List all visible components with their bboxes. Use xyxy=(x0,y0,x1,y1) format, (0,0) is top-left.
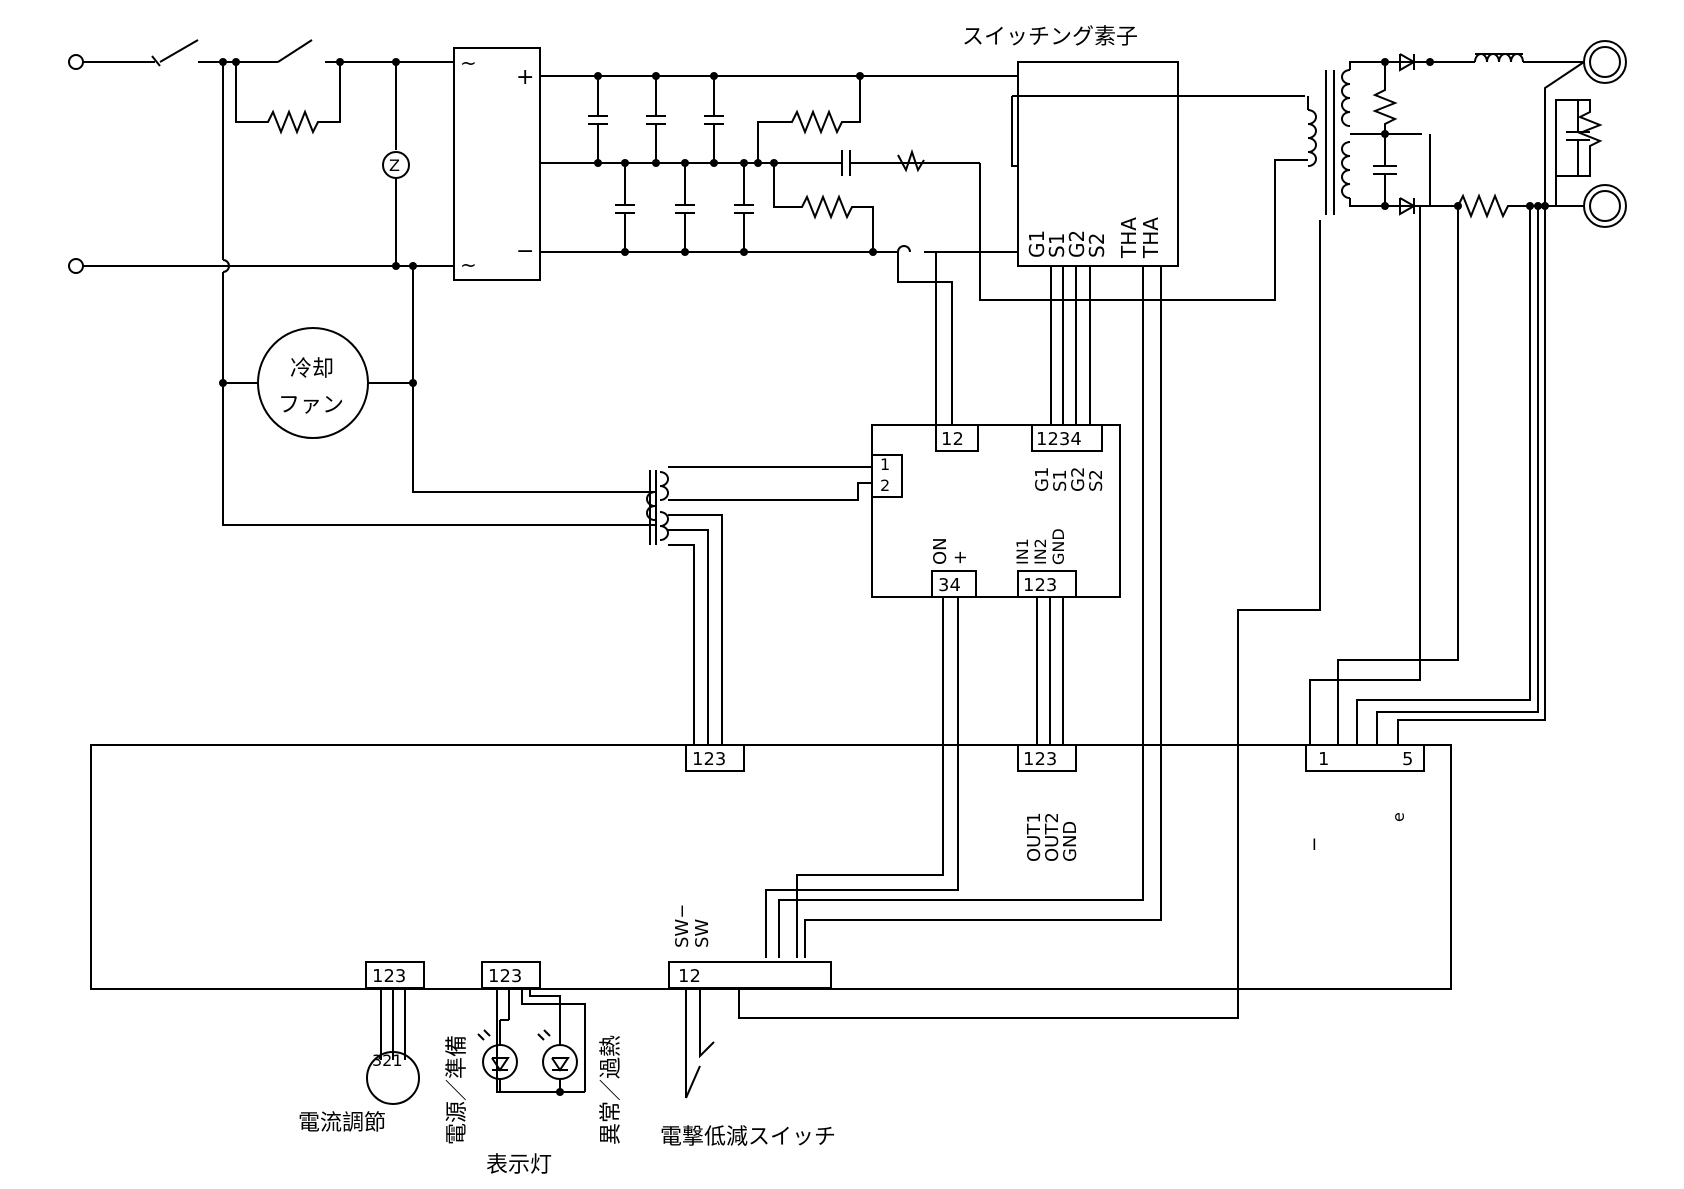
main-connector-pot-label: 123 xyxy=(372,966,406,987)
driver-connector-123 xyxy=(1017,570,1077,598)
se-pin-g1: G1 xyxy=(1025,230,1049,258)
switching-element-title: スイッチング素子 xyxy=(962,25,1138,50)
se-pin-s2: S2 xyxy=(1085,233,1109,258)
inrush-resistor xyxy=(235,62,341,135)
driver-connector-34 xyxy=(931,570,977,598)
drv-pin-in2: IN2 xyxy=(1031,538,1050,565)
main-control-board xyxy=(90,744,1452,990)
rectifier-minus: − xyxy=(516,239,534,264)
main-connector-pin-5: 5 xyxy=(1402,749,1413,770)
main-connector-1-5 xyxy=(1305,744,1425,772)
main-connector-123-a-label: 123 xyxy=(692,749,726,770)
secondary-snubber-capacitor xyxy=(1373,134,1397,206)
driver-input-pin-labels: ON + IN1 IN2 GND xyxy=(930,528,1068,565)
driver-connector-12 xyxy=(935,424,979,452)
se-pin-tha2: THA xyxy=(1139,217,1163,259)
control-transformer xyxy=(646,470,669,545)
dc-reactor xyxy=(1474,53,1524,63)
drv-pin-gnd: GND xyxy=(1049,528,1068,565)
sw-label: SW xyxy=(692,919,713,948)
main-pin-out1: OUT1 xyxy=(1024,812,1045,862)
current-adjust-potentiometer xyxy=(366,1051,420,1105)
cooling-fan xyxy=(257,327,369,439)
capacitor-bank xyxy=(588,76,754,252)
drv-pin-s1: S1 xyxy=(1050,469,1071,492)
se-pin-s1: S1 xyxy=(1045,233,1069,258)
main-output-pin-labels: OUT1 OUT2 GND xyxy=(1024,812,1081,862)
switching-element xyxy=(1017,61,1179,267)
led-power-ready xyxy=(477,1020,518,1092)
shock-reduce-switch-label: 電撃低減スイッチ xyxy=(660,1125,836,1150)
main-connector-lamp xyxy=(481,961,541,989)
sw-minus-label: SW− xyxy=(672,904,693,948)
cooling-fan-label-1: 冷却 xyxy=(290,357,334,382)
main-label-i: I xyxy=(1312,835,1317,854)
main-connector-pot xyxy=(365,961,425,989)
secondary-snubber-resistor xyxy=(1372,62,1398,134)
balance-resistor-top xyxy=(757,76,861,163)
drv-pin-s2: S2 xyxy=(1086,469,1107,492)
current-sensor xyxy=(897,148,953,432)
driver-connector-12-label: 12 xyxy=(941,429,964,450)
main-connector-123-b xyxy=(1017,744,1077,772)
se-pin-tha1: THA xyxy=(1117,217,1141,259)
drv-pin-g2: G2 xyxy=(1068,467,1089,492)
shunt-resistor xyxy=(1457,193,1584,219)
driver-connector-side xyxy=(871,454,903,498)
driver-connector-1234 xyxy=(1031,424,1103,452)
main-connector-lamp-label: 123 xyxy=(488,966,522,987)
rectifier-ac-top: ~ xyxy=(460,51,477,75)
ac-input-terminal-bottom xyxy=(68,258,84,274)
ac-input-terminal-top xyxy=(68,54,84,70)
power-ready-label: 電源／準備 xyxy=(445,1035,470,1145)
rectifier-ac-bottom: ~ xyxy=(460,253,477,277)
balance-resistor-bottom xyxy=(773,163,874,252)
main-pin-gnd: GND xyxy=(1060,821,1081,862)
drv-pin-g1: G1 xyxy=(1032,467,1053,492)
varistor-label: Z xyxy=(389,156,400,175)
switching-element-pin-labels: G1 S1 G2 S2 THA THA xyxy=(1025,217,1163,259)
main-connector-sw xyxy=(668,961,832,989)
hf-transformer xyxy=(1307,69,1351,215)
drv-pin-on: ON xyxy=(930,537,951,565)
driver-connector-1234-label: 1234 xyxy=(1036,429,1082,450)
current-adjust-label: 電流調節 xyxy=(298,1111,386,1136)
drv-pin-plus: + xyxy=(950,550,971,565)
main-connector-sw-label: 12 xyxy=(678,966,701,987)
main-connector-123-b-label: 123 xyxy=(1023,749,1057,770)
snubber-capacitor xyxy=(774,150,1308,301)
output-filter-resistor xyxy=(1577,99,1603,177)
main-label-e: e xyxy=(1389,812,1408,822)
led-abnormal-overheat xyxy=(537,1020,578,1092)
driver-gate-pin-labels: G1 S1 G2 S2 xyxy=(1032,467,1107,492)
inrush-relay-contact xyxy=(228,39,340,63)
driver-connector-34-label: 34 xyxy=(938,575,961,596)
main-connector-pin-1: 1 xyxy=(1318,749,1329,770)
driver-board xyxy=(871,424,1121,598)
driver-connector-side-1: 1 xyxy=(880,455,890,474)
power-switch xyxy=(83,39,228,67)
potentiometer-pin-labels: 321 xyxy=(372,1051,403,1070)
abnormal-overheat-label: 異常／過熱 xyxy=(599,1035,624,1145)
rectifier-plus: + xyxy=(516,65,534,90)
main-pin-out2: OUT2 xyxy=(1042,812,1063,862)
driver-connector-123-label: 123 xyxy=(1023,575,1057,596)
indicator-lamp-label: 表示灯 xyxy=(486,1153,552,1178)
main-connector-123-a xyxy=(685,744,745,772)
driver-connector-side-2: 2 xyxy=(880,476,890,495)
drv-pin-in1: IN1 xyxy=(1013,538,1032,565)
se-pin-g2: G2 xyxy=(1065,230,1089,258)
cooling-fan-label-2: ファン xyxy=(278,393,344,418)
